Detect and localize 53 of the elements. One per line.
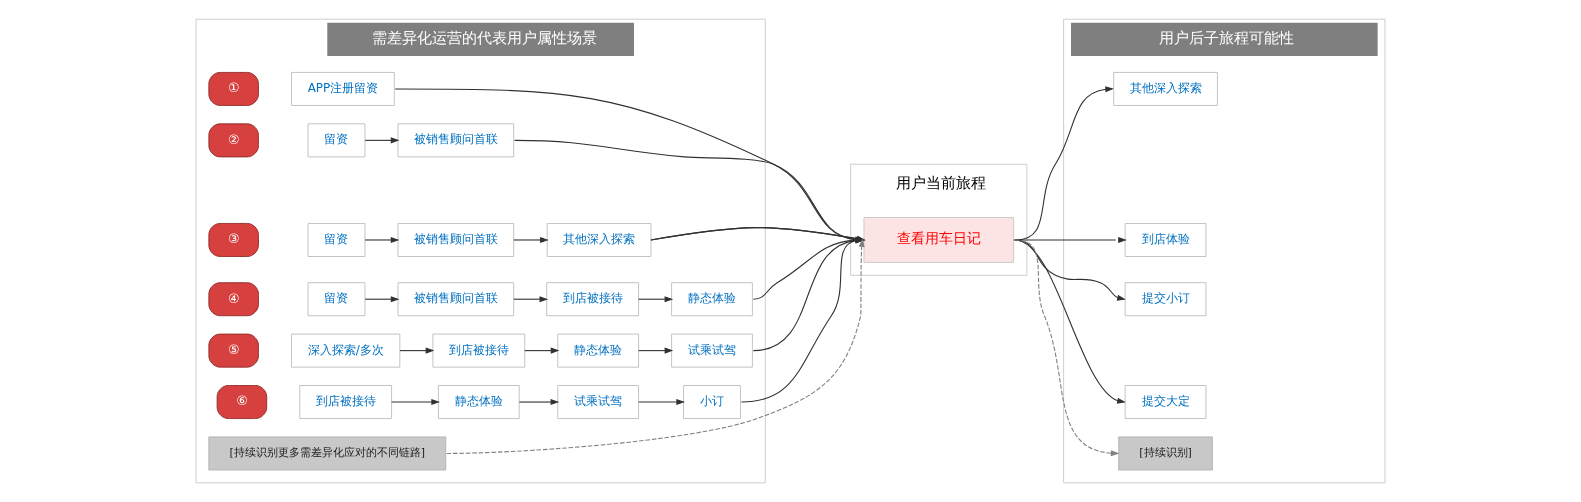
node-box: 到店被接待 bbox=[299, 385, 393, 419]
node-box: 其他深入探索 bbox=[546, 223, 652, 257]
node-box: 被销售顾问首联 bbox=[397, 123, 515, 158]
node-box: 到店被接待 bbox=[432, 333, 526, 368]
node-box: ⑥ bbox=[216, 385, 268, 419]
node-box: 其他深入探索 bbox=[1113, 71, 1218, 106]
node-box: APP注册留资 bbox=[291, 71, 395, 106]
node-box: ⑤ bbox=[208, 333, 259, 368]
arrow bbox=[364, 236, 400, 243]
arrow bbox=[752, 237, 865, 300]
node-box: 到店体验 bbox=[1124, 223, 1207, 257]
node-box: 静态体验 bbox=[437, 385, 520, 419]
arrow bbox=[638, 296, 674, 303]
node-box: 查看用车日记 bbox=[863, 217, 1015, 263]
node-box: 提交大定 bbox=[1124, 385, 1207, 419]
arrow bbox=[514, 139, 865, 243]
node-box: 留资 bbox=[307, 282, 366, 317]
arrow bbox=[650, 227, 866, 242]
node-box: 静态体验 bbox=[557, 333, 639, 368]
arrow bbox=[513, 236, 549, 243]
node-box: ① bbox=[208, 71, 259, 106]
node-box: 留资 bbox=[307, 123, 366, 158]
node-box: ③ bbox=[208, 223, 259, 257]
node-box: 被销售顾问首联 bbox=[397, 282, 515, 317]
arrow bbox=[1014, 239, 1120, 457]
arrow bbox=[752, 237, 865, 352]
node-box: 小订 bbox=[683, 385, 741, 419]
node-box: 留资 bbox=[307, 223, 366, 257]
arrow bbox=[638, 399, 685, 406]
arrow bbox=[364, 296, 400, 303]
arrow bbox=[638, 347, 674, 354]
node-box: 静态体验 bbox=[671, 282, 753, 317]
arrow bbox=[524, 347, 560, 354]
node-box: 试乘试驾 bbox=[671, 333, 753, 368]
arrow bbox=[399, 347, 435, 354]
node-box: 提交小订 bbox=[1124, 282, 1207, 317]
node-box: 试乘试驾 bbox=[557, 385, 639, 419]
arrow bbox=[364, 137, 400, 144]
node-box: 到店被接待 bbox=[546, 282, 639, 317]
arrow bbox=[391, 399, 440, 406]
node-box: [持续识别] bbox=[1118, 436, 1213, 471]
node-box: 被销售顾问首联 bbox=[397, 223, 515, 257]
arrow bbox=[1014, 239, 1126, 301]
arrow bbox=[518, 399, 560, 406]
arrow bbox=[513, 296, 549, 303]
arrow bbox=[1014, 239, 1126, 404]
arrow bbox=[1013, 236, 1127, 243]
node-box: ② bbox=[208, 123, 259, 158]
arrow bbox=[740, 237, 865, 403]
arrow bbox=[446, 238, 865, 454]
node-box: [持续识别更多需差异化应对的不同链路] bbox=[208, 436, 447, 471]
node-box: ④ bbox=[208, 282, 259, 317]
node-box: 深入探索/多次 bbox=[291, 333, 401, 368]
